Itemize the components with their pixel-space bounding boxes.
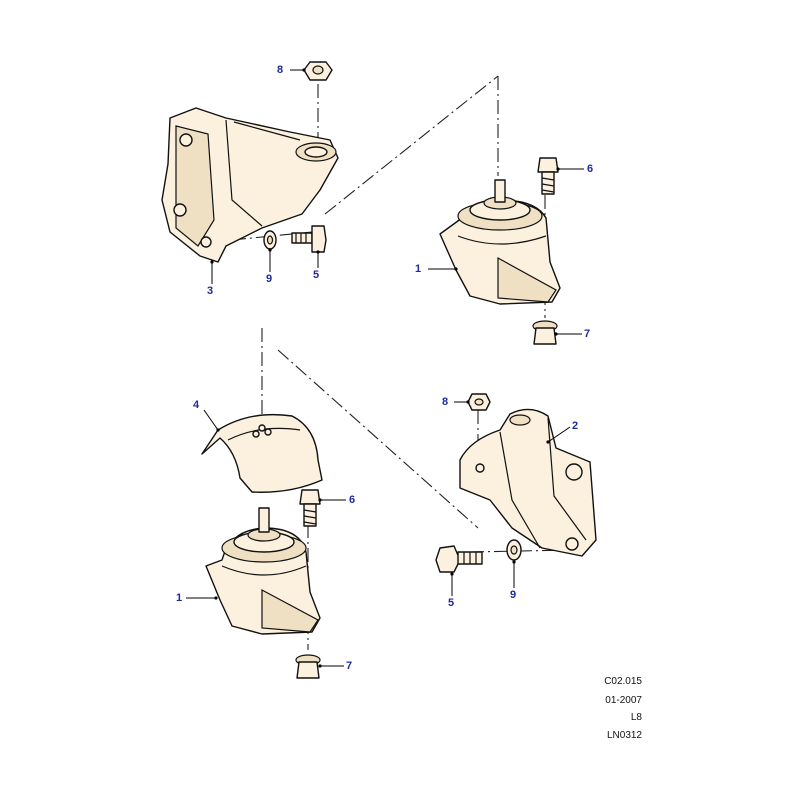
washer-part-9-top (263, 230, 277, 250)
callout-8-top: 8 (277, 64, 284, 76)
heat-shield-part-4 (201, 413, 323, 493)
bolt-part-5-top (291, 225, 327, 253)
callout-3: 3 (207, 285, 214, 297)
illustration-number: LN0312 (606, 730, 642, 741)
callout-1-lower: 1 (176, 592, 183, 604)
nut-part-7-top (532, 320, 558, 345)
leader-lines (186, 68, 584, 668)
nut-part-8-bottom (467, 393, 491, 411)
bolt-part-6-top (537, 157, 559, 195)
callout-7-top: 7 (584, 328, 591, 340)
callout-9-top: 9 (266, 273, 273, 285)
callout-6-bottom: 6 (349, 494, 356, 506)
engine-mount-part-1-upper (439, 179, 561, 305)
callout-9-bottom: 9 (510, 589, 517, 601)
callout-5-bottom: 5 (448, 597, 455, 609)
engine-mount-part-1-lower (205, 507, 321, 635)
bolt-part-6-bottom (299, 489, 321, 527)
nut-part-8-top (303, 61, 333, 81)
bolt-part-5-bottom (435, 545, 483, 573)
callout-5-top: 5 (313, 269, 320, 281)
drawing-code: C02.015 (604, 676, 642, 687)
nut-part-7-bottom (295, 654, 321, 679)
callout-2: 2 (572, 420, 579, 432)
drawing-date: 01-2007 (605, 695, 642, 706)
callout-4: 4 (193, 399, 200, 411)
bracket-part-3 (161, 107, 339, 263)
callout-6-top: 6 (587, 163, 594, 175)
bracket-part-2 (459, 408, 597, 557)
callout-1-upper: 1 (415, 263, 422, 275)
callout-7-bottom: 7 (346, 660, 353, 672)
callout-8-bottom: 8 (442, 396, 449, 408)
model-code: L8 (630, 712, 642, 723)
washer-part-9-bottom (506, 539, 522, 561)
